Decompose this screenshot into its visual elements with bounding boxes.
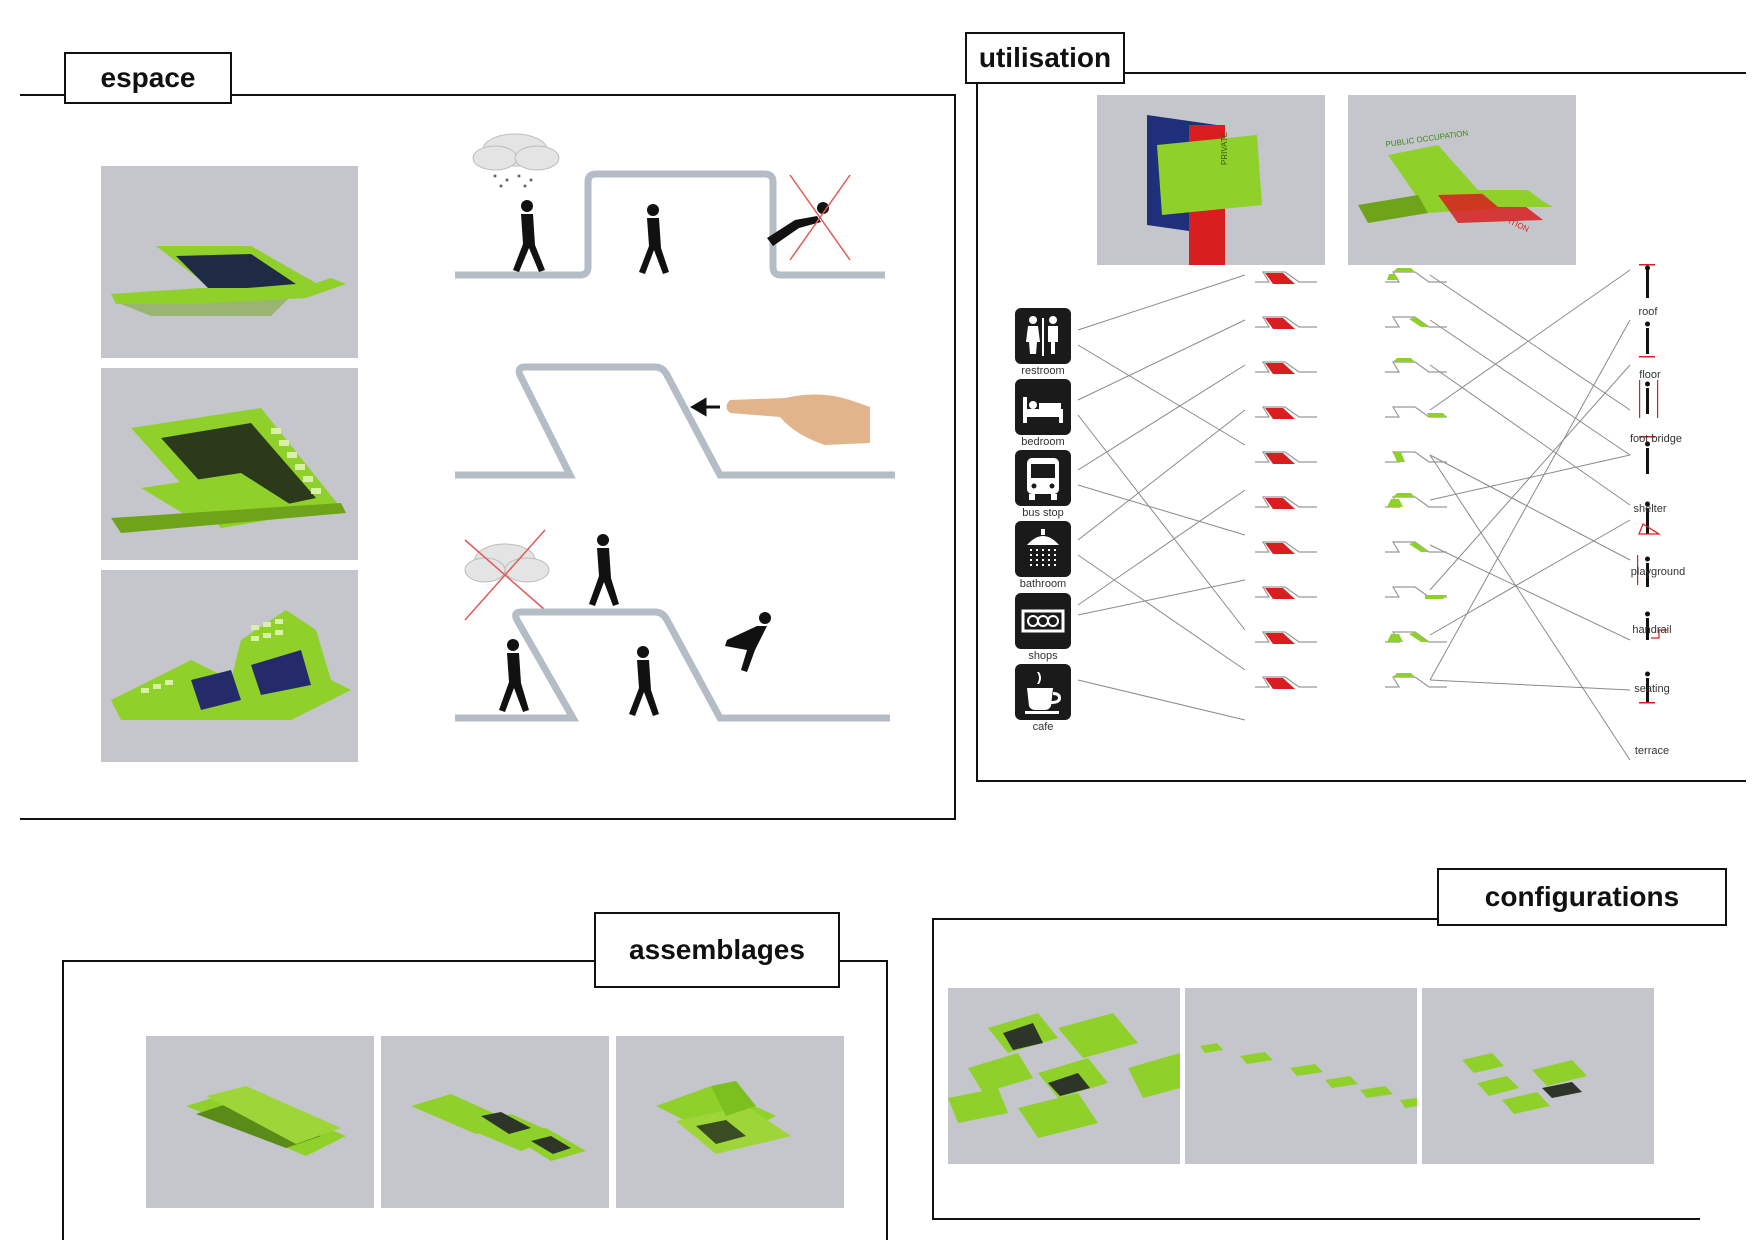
utilisation-mapping-diagram <box>1077 264 1667 761</box>
cup-icon <box>1015 664 1071 720</box>
public-module-icon <box>1385 631 1447 643</box>
private-module-icon <box>1255 676 1317 689</box>
falling-person-icon <box>767 202 829 246</box>
floor-function-icon <box>1639 321 1655 358</box>
seating-label: seating <box>1634 683 1670 695</box>
bed-icon <box>1015 379 1071 435</box>
public-module-icon <box>1385 406 1447 418</box>
falling-person-icon <box>725 612 771 672</box>
playground-function-icon <box>1638 501 1662 535</box>
public-module-icon <box>1385 358 1447 373</box>
assemblages-title-text: assemblages <box>629 934 805 965</box>
public-module-icon <box>1385 451 1447 463</box>
assemblages-title: assemblages <box>594 912 840 988</box>
bus-stop-label: bus stop <box>1022 507 1064 519</box>
walking-person-icon <box>499 639 529 712</box>
utilisation-title: utilisation <box>965 32 1125 84</box>
shelter-function-icon <box>1639 436 1655 474</box>
private-module-icon <box>1255 451 1317 464</box>
walking-person-icon <box>513 200 545 272</box>
cross-out-icon <box>464 529 546 621</box>
private-module-icon <box>1255 271 1317 284</box>
espace-push-diagram <box>455 355 895 485</box>
roof-label: roof <box>1638 306 1658 318</box>
handrail-function-icon <box>1637 555 1650 587</box>
espace-render-2 <box>101 368 358 560</box>
assemblage-render-2 <box>381 1036 609 1208</box>
private-module-icon <box>1255 631 1317 644</box>
configuration-render-2 <box>1185 988 1417 1164</box>
public-module-icon <box>1385 586 1447 599</box>
floor-label: floor <box>1639 369 1661 381</box>
espace-render-3 <box>101 570 358 762</box>
espace-title-text: espace <box>100 62 196 93</box>
espace-title: espace <box>64 52 232 104</box>
public-module-icon <box>1385 493 1447 508</box>
bedroom-label: bedroom <box>1021 436 1065 448</box>
seating-function-icon <box>1645 611 1667 640</box>
private-module-icon <box>1255 586 1317 599</box>
utilisation-frame <box>976 72 1746 782</box>
bus-icon <box>1015 450 1071 506</box>
private-module-icon <box>1255 541 1317 554</box>
pointing-hand-icon <box>726 394 870 445</box>
private-module-icon <box>1255 496 1317 509</box>
connection-lines <box>1077 269 1631 761</box>
assemblage-render-1 <box>146 1036 374 1208</box>
walking-person-icon <box>639 204 669 274</box>
shower-icon <box>1015 521 1071 577</box>
utilisation-title-text: utilisation <box>978 42 1112 73</box>
arrow-left-icon <box>690 397 720 417</box>
assemblage-render-3 <box>616 1036 844 1208</box>
configurations-title: configurations <box>1437 868 1727 926</box>
roof-function-icon <box>1639 264 1655 298</box>
handrail-label: handrail <box>1632 624 1672 636</box>
espace-shelter-diagram <box>455 120 895 290</box>
utilisation-render-public: PUBLIC OCCUPATION ITION <box>1348 95 1576 265</box>
espace-frame <box>20 94 956 820</box>
private-module-icon <box>1255 406 1317 419</box>
bathroom-label: bathroom <box>1019 578 1067 590</box>
walking-person-icon <box>589 534 619 606</box>
private-module-icon <box>1255 361 1317 374</box>
svg-text:PRIVATE: PRIVATE <box>1220 132 1229 165</box>
public-occupation-label: PUBLIC OCCUPATION <box>1385 128 1469 149</box>
public-module-column <box>1385 268 1447 688</box>
cafe-label: cafe <box>1032 721 1054 733</box>
restroom-label: restroom <box>1021 365 1065 377</box>
terrace-label: terrace <box>1634 745 1670 757</box>
foot-bridge-function-icon <box>1639 380 1659 418</box>
cloud-icon <box>472 133 560 171</box>
function-icon-column <box>1637 264 1667 704</box>
public-module-icon <box>1385 541 1447 553</box>
shops-label: shops <box>1028 650 1058 662</box>
public-module-icon <box>1385 268 1447 283</box>
private-module-column <box>1255 271 1317 689</box>
public-module-icon <box>1385 673 1447 688</box>
espace-public-diagram <box>455 500 895 730</box>
utilisation-render-private: PRIVATE <box>1097 95 1325 265</box>
cloud-icon <box>464 543 550 583</box>
private-module-icon <box>1255 316 1317 329</box>
foot-bridge-label: foot bridge <box>1630 433 1682 445</box>
walking-person-icon <box>629 646 659 716</box>
configuration-render-1 <box>948 988 1180 1164</box>
shelter-label: shelter <box>1633 503 1667 515</box>
assemblages-frame <box>62 960 888 1240</box>
espace-render-1 <box>101 166 358 358</box>
configurations-frame <box>932 918 1700 1220</box>
playground-label: playground <box>1630 566 1686 578</box>
public-module-icon <box>1385 316 1447 328</box>
configurations-title-text: configurations <box>1484 881 1680 912</box>
restroom-icon <box>1015 308 1071 364</box>
configuration-render-3 <box>1422 988 1654 1164</box>
shop-icon <box>1015 593 1071 649</box>
terrace-function-icon <box>1639 671 1655 704</box>
cross-out-icon <box>789 174 851 261</box>
